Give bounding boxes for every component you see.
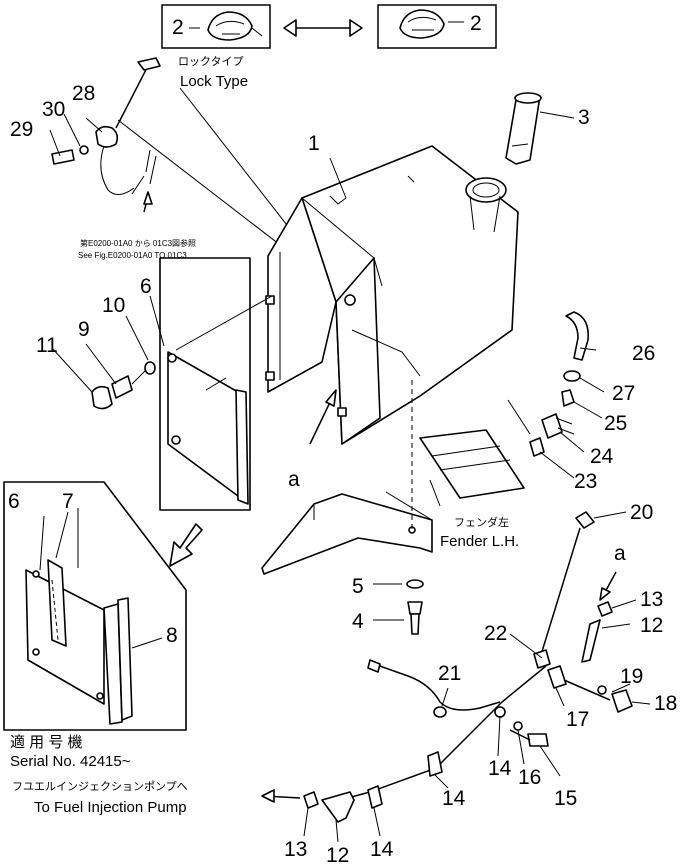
fender-label-en: Fender L.H. <box>440 533 519 550</box>
double-arrow-icon <box>283 19 363 37</box>
part-label-13-lower: 13 <box>284 838 307 861</box>
part-label-6-inset: 6 <box>8 490 20 513</box>
cap-callout-locked: 2 <box>161 4 271 49</box>
view-arrow-a-tank <box>309 389 337 445</box>
part-label-7: 7 <box>62 490 74 513</box>
part-number-labels: 1 3 4 5 6 6 7 8 9 10 11 12 12 13 13 14 1… <box>8 82 677 865</box>
fuel-cap-icon <box>399 9 445 39</box>
see-fig-label-en: See Fig.E0200-01A0 TO 01C3 <box>78 251 187 260</box>
inset-arrow-icon <box>169 523 203 567</box>
part-label-18: 18 <box>654 692 677 715</box>
part-label-21: 21 <box>438 662 461 685</box>
part-label-1: 1 <box>308 132 320 155</box>
see-fig-label-jp: 第E0200-01A0 から 01C3図参照 <box>80 238 196 248</box>
serial-label-jp: 適 用 号 機 <box>10 733 83 751</box>
part-label-5: 5 <box>352 575 364 598</box>
svg-text:2: 2 <box>172 16 184 39</box>
fender-lh <box>261 380 525 575</box>
pump-label-jp: フユエルインジェクションポンプへ <box>12 780 188 793</box>
svg-text:2: 2 <box>470 12 482 35</box>
part-label-25: 25 <box>604 412 627 435</box>
part-label-28: 28 <box>72 82 95 105</box>
part-label-11: 11 <box>36 334 58 357</box>
drain-fittings <box>507 311 590 457</box>
lock-cap-icon <box>207 11 263 41</box>
part-label-23: 23 <box>574 470 597 493</box>
cap-callout-unlocked: 2 <box>377 4 497 49</box>
part-label-14-bottom: 14 <box>370 838 394 861</box>
part-label-14-lower: 14 <box>442 787 466 810</box>
part-label-26: 26 <box>632 342 655 365</box>
part-label-9: 9 <box>78 318 90 341</box>
part-label-24: 24 <box>590 445 614 468</box>
part-label-12-lower: 12 <box>326 844 349 865</box>
view-label-a-hose: a <box>614 542 626 565</box>
part-label-17: 17 <box>566 708 589 731</box>
part-label-4: 4 <box>352 610 364 633</box>
mounting-bolt-set <box>91 361 156 410</box>
part-label-19: 19 <box>620 665 643 688</box>
side-cover-panel <box>159 257 273 511</box>
part-label-16: 16 <box>518 766 541 789</box>
serial-label-en: Serial No. 42415~ <box>10 753 131 770</box>
part-label-8: 8 <box>166 624 178 647</box>
part-label-13-upper: 13 <box>640 588 663 611</box>
part-label-3: 3 <box>578 106 590 129</box>
part-label-12-upper: 12 <box>640 614 663 637</box>
part-label-6-panel: 6 <box>140 275 152 298</box>
view-arrow-a-hose <box>599 571 617 601</box>
lock-type-label-jp: ロックタイプ <box>178 55 244 68</box>
part-label-10: 10 <box>102 294 125 317</box>
fuel-tank <box>265 145 519 445</box>
view-label-a-tank: a <box>288 468 300 491</box>
part-label-29: 29 <box>10 118 33 141</box>
lock-type-label-en: Lock Type <box>180 73 248 90</box>
pump-label-en: To Fuel Injection Pump <box>34 799 187 816</box>
fuel-line-assembly <box>303 511 633 823</box>
part-label-30: 30 <box>42 98 65 121</box>
part-label-20: 20 <box>630 501 653 524</box>
leader-lines <box>39 113 651 843</box>
fender-label-jp: フェンダ左 <box>454 515 509 529</box>
serial-inset <box>3 481 187 731</box>
filler-neck <box>505 92 575 165</box>
part-label-15: 15 <box>554 787 577 810</box>
part-label-27: 27 <box>612 382 635 405</box>
fender-bolt <box>373 579 424 635</box>
part-label-22: 22 <box>484 622 507 645</box>
part-label-14-mid: 14 <box>488 757 512 780</box>
pump-direction-arrow-icon <box>261 789 301 803</box>
